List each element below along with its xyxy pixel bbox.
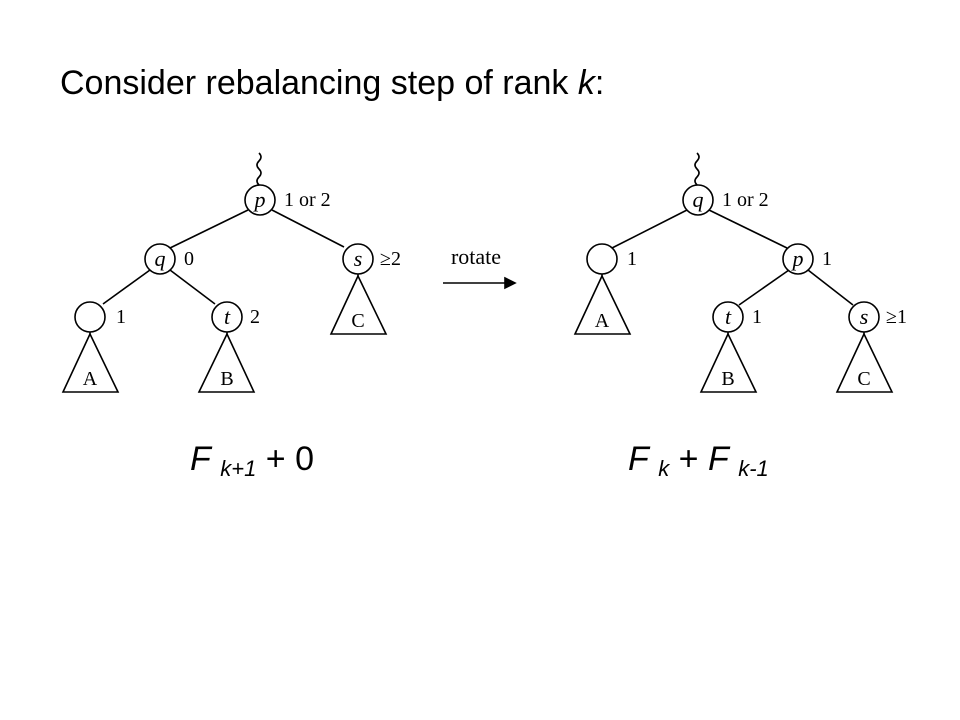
formula-before-rest: + 0 xyxy=(256,440,314,478)
before-edge-q-a xyxy=(102,269,151,305)
formula-after-subscript1: k xyxy=(658,456,670,481)
before-parent-squiggle xyxy=(256,152,262,186)
formula-before-subscript: k+1 xyxy=(220,456,257,481)
before-node-t-label: t xyxy=(224,304,231,329)
before-node-t-rank: 2 xyxy=(250,306,260,328)
before-node-q xyxy=(144,243,176,275)
after-node-q-rank: 1 or 2 xyxy=(722,189,769,211)
after-subtree-b-triangle xyxy=(699,332,758,393)
before-edge-q-t xyxy=(169,269,216,305)
rotate-arrow-head xyxy=(504,276,517,290)
after-edge-p-s xyxy=(807,269,854,306)
before-subtree-b-label: B xyxy=(220,368,233,390)
before-node-s-label: s xyxy=(354,246,363,271)
after-node-a-root-rank: 1 xyxy=(627,248,637,270)
formula-after-f1: F xyxy=(628,440,649,478)
after-edge-p-t xyxy=(738,269,790,306)
after-subtree-b-label: B xyxy=(721,368,734,390)
formula-after-subscript2: k-1 xyxy=(738,456,769,481)
before-node-p-label: p xyxy=(253,187,266,212)
after-node-s-label: s xyxy=(860,304,869,329)
title-text: Consider rebalancing step of rank xyxy=(60,64,578,102)
title-suffix: : xyxy=(594,64,605,102)
before-edge-p-s xyxy=(271,209,345,248)
slide-title: Consider rebalancing step of rank k: xyxy=(60,64,604,103)
after-subtree-c-label: C xyxy=(857,368,870,390)
before-subtree-a-label: A xyxy=(83,368,98,390)
before-node-s-rank: ≥2 xyxy=(380,248,401,270)
before-subtree-c-triangle xyxy=(329,274,388,335)
before-node-p xyxy=(244,184,276,216)
after-node-q xyxy=(682,184,714,216)
after-node-p-rank: 1 xyxy=(822,248,832,270)
after-node-s xyxy=(848,301,880,333)
before-node-q-rank: 0 xyxy=(184,248,194,270)
after-subtree-a-label: A xyxy=(595,310,610,332)
before-subtree-a-triangle xyxy=(61,332,120,393)
after-subtree-a-triangle xyxy=(573,274,632,335)
before-node-q-label: q xyxy=(155,246,166,271)
after-node-p-label: p xyxy=(791,246,804,271)
after-node-p xyxy=(782,243,814,275)
after-node-t xyxy=(712,301,744,333)
after-node-a-root xyxy=(586,243,618,275)
before-edge-p-q xyxy=(169,209,249,249)
before-node-s xyxy=(342,243,374,275)
before-node-t xyxy=(211,301,243,333)
after-parent-squiggle xyxy=(694,152,700,186)
after-node-s-rank: ≥1 xyxy=(886,306,907,328)
before-node-a-root xyxy=(74,301,106,333)
before-subtree-c-label: C xyxy=(351,310,364,332)
formula-before: F k+1 + 0 xyxy=(190,440,314,482)
after-edge-q-p xyxy=(708,209,788,249)
formula-after-plus: + xyxy=(669,440,708,478)
formula-after-f2: F xyxy=(707,440,729,478)
after-node-t-rank: 1 xyxy=(752,306,762,328)
after-node-q-label: q xyxy=(693,187,704,212)
before-subtree-b-triangle xyxy=(197,332,256,393)
rotate-label: rotate xyxy=(451,244,501,269)
title-variable: k xyxy=(577,64,595,102)
before-node-a-root-rank: 1 xyxy=(116,306,126,328)
after-node-t-label: t xyxy=(725,304,732,329)
before-node-p-rank: 1 or 2 xyxy=(284,189,331,211)
formula-before-f: F xyxy=(190,440,211,478)
after-subtree-c-triangle xyxy=(835,332,894,393)
after-edge-q-a xyxy=(611,209,688,249)
formula-after: F k + F k-1 xyxy=(628,440,769,482)
